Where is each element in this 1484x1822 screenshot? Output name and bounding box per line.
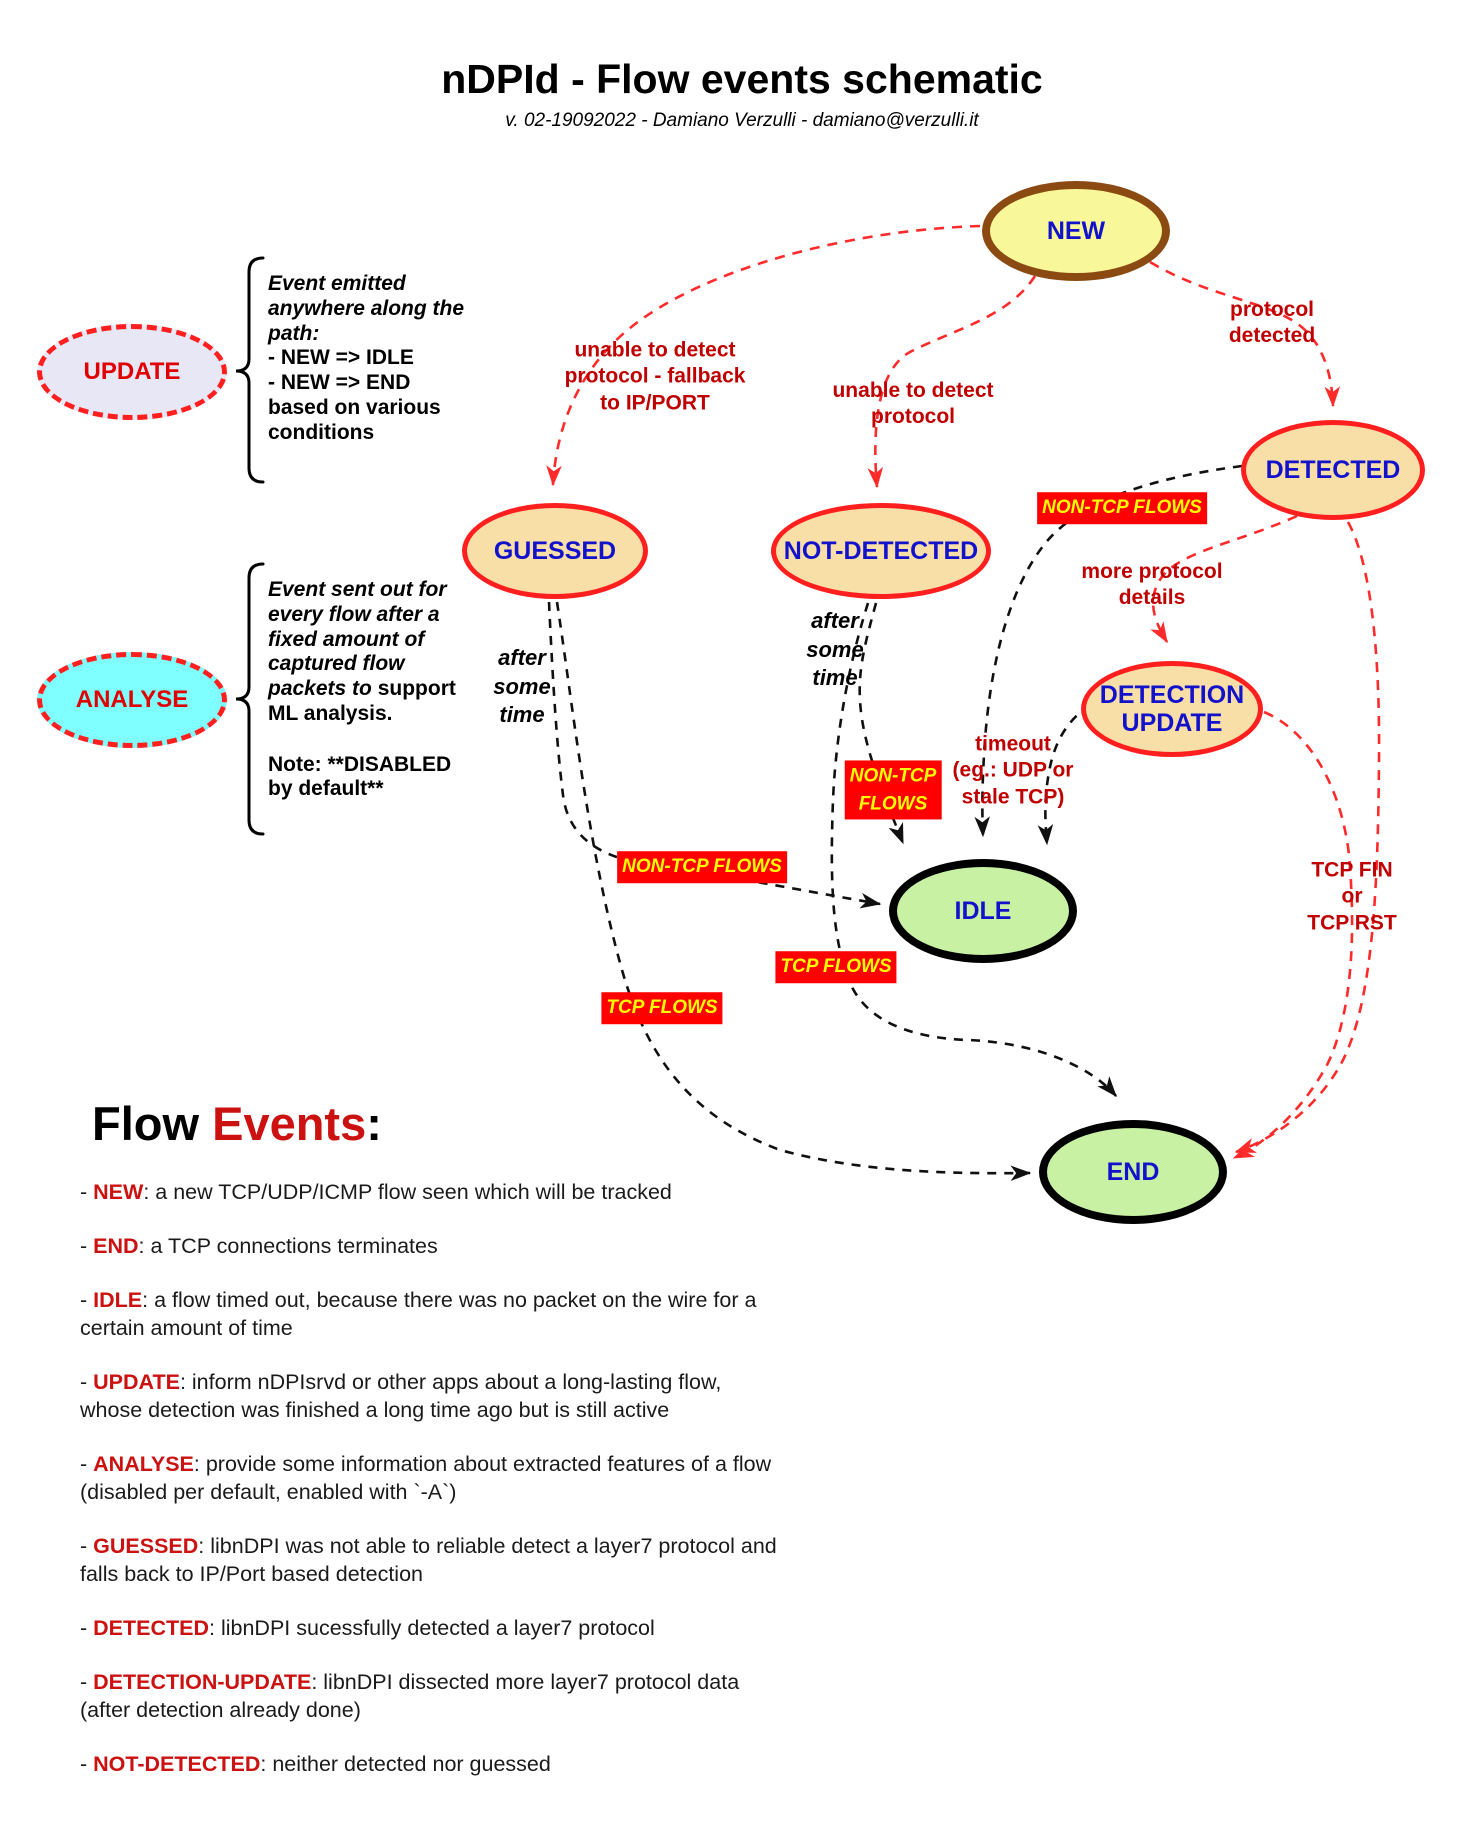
flow-event-term: DETECTION-UPDATE (93, 1670, 312, 1694)
badge-tcp-flows-guessed: TCP FLOWS (601, 992, 723, 1024)
label-unable-protocol: unable to detect protocol (832, 378, 994, 428)
flow-event-item: - ANALYSE: provide some information abou… (80, 1452, 772, 1504)
flow-event-term: NEW (93, 1180, 144, 1204)
edge-detectionupdate-end (1232, 710, 1354, 1160)
heading-events: Events (212, 1097, 367, 1150)
node-end: END (1039, 1120, 1227, 1224)
flow-event-desc: : a TCP connections terminates (138, 1234, 438, 1258)
edge-guessed-idle (547, 601, 882, 909)
analyse-note-intro: Event sent out for every flow after a fi… (268, 578, 447, 701)
update-brace (235, 256, 265, 484)
update-note-intro: Event emitted anywhere along the path: (268, 272, 465, 345)
node-analyse-label: ANALYSE (75, 685, 189, 713)
update-note: Event emitted anywhere along the path: -… (268, 272, 480, 445)
heading-flow: Flow (92, 1097, 213, 1150)
edge-notdetected-end (830, 602, 1117, 1097)
edge-detected-detectionupdate (1150, 514, 1298, 644)
edge-detectionupdate-idle (1037, 690, 1122, 846)
analyse-note-extra: Note: **DISABLED by default** (268, 752, 452, 801)
update-note-body: - NEW => IDLE - NEW => END based on vari… (268, 346, 441, 444)
flow-event-desc: : inform nDPIsrvd or other apps about a … (80, 1370, 722, 1422)
node-not-detected: NOT-DETECTED (771, 503, 991, 599)
analyse-note-body: support ML analysis. (268, 677, 456, 725)
flow-event-term: GUESSED (93, 1534, 199, 1558)
flow-event-item: - IDLE: a flow timed out, because there … (80, 1288, 757, 1340)
flow-event-term: END (93, 1234, 139, 1258)
flow-event-item: - UPDATE: inform nDPIsrvd or other apps … (80, 1370, 722, 1422)
flow-event-item: - DETECTED: libnDPI sucessfully detected… (80, 1616, 655, 1640)
flow-events-list: - NEW: a new TCP/UDP/ICMP flow seen whic… (80, 1178, 786, 1804)
node-end-label: END (1106, 1158, 1160, 1186)
node-analyse-legend: ANALYSE (37, 652, 227, 748)
badge-non-tcp-flows-notdetected: NON-TCP FLOWS (844, 760, 942, 820)
edge-new-detected (1149, 260, 1341, 408)
node-guessed: GUESSED (462, 503, 648, 599)
flow-event-term: UPDATE (93, 1370, 180, 1394)
node-idle: IDLE (889, 859, 1077, 963)
flow-event-item: - NOT-DETECTED: neither detected nor gue… (80, 1752, 551, 1776)
node-detected: DETECTED (1241, 420, 1425, 520)
label-unable-fallback: unable to detect protocol - fallback to … (564, 338, 746, 415)
flow-event-item: - GUESSED: libnDPI was not able to relia… (80, 1534, 777, 1586)
node-detected-label: DETECTED (1265, 456, 1401, 484)
flow-events-heading: Flow Events: (92, 1096, 382, 1151)
flow-event-desc: : libnDPI was not able to reliable detec… (80, 1534, 777, 1586)
flow-event-desc: : neither detected nor guessed (260, 1752, 551, 1776)
label-timeout: timeout (eg.: UDP or stale TCP) (952, 732, 1074, 809)
flow-event-desc: : libnDPI sucessfully detected a layer7 … (209, 1616, 655, 1640)
flow-event-item: - END: a TCP connections terminates (80, 1234, 438, 1258)
badge-non-tcp-flows-detected: NON-TCP FLOWS (1037, 492, 1207, 524)
node-new-label: NEW (1046, 217, 1106, 245)
badge-non-tcp-flows-guessed: NON-TCP FLOWS (617, 851, 787, 883)
flow-event-term: ANALYSE (93, 1452, 194, 1476)
flow-event-desc: : libnDPI dissected more layer7 protocol… (80, 1670, 740, 1722)
node-detection-update: DETECTION UPDATE (1081, 661, 1263, 757)
node-guessed-label: GUESSED (493, 537, 617, 565)
flow-event-desc: : a flow timed out, because there was no… (80, 1288, 757, 1340)
edge-guessed-end (555, 601, 1032, 1182)
page-title: nDPId - Flow events schematic (441, 56, 1043, 102)
label-after-some-time-notdetected: after some time (806, 608, 864, 691)
page-subtitle: v. 02-19092022 - Damiano Verzulli - dami… (505, 110, 979, 131)
flow-event-term: IDLE (93, 1288, 143, 1312)
node-update-legend: UPDATE (37, 324, 227, 420)
heading-colon: : (366, 1097, 382, 1150)
flow-event-item: - DETECTION-UPDATE: libnDPI dissected mo… (80, 1670, 740, 1722)
node-not-detected-label: NOT-DETECTED (783, 537, 979, 565)
analyse-note: Event sent out for every flow after a fi… (268, 578, 490, 827)
flow-event-term: DETECTED (93, 1616, 210, 1640)
node-idle-label: IDLE (954, 897, 1012, 925)
flow-event-item: - NEW: a new TCP/UDP/ICMP flow seen whic… (80, 1180, 672, 1204)
edge-detected-end (1234, 521, 1381, 1154)
flow-event-term: NOT-DETECTED (93, 1752, 261, 1776)
badge-tcp-flows-notdetected: TCP FLOWS (775, 951, 897, 983)
node-new: NEW (982, 181, 1170, 281)
flow-event-desc: : provide some information about extract… (80, 1452, 772, 1504)
edge-detected-idle (974, 464, 1243, 838)
edge-new-notdetected (867, 275, 1037, 489)
label-more-protocol-details: more protocol details (1081, 559, 1223, 609)
analyse-brace (235, 562, 265, 836)
node-detection-update-label: DETECTION UPDATE (1099, 681, 1245, 737)
label-after-some-time-guessed: after some time (493, 645, 551, 728)
flow-event-desc: : a new TCP/UDP/ICMP flow seen which wil… (143, 1180, 672, 1204)
label-tcp-fin-rst: TCP FIN or TCP RST (1307, 858, 1397, 935)
node-update-label: UPDATE (83, 357, 181, 385)
label-protocol-detected: protocol detected (1228, 297, 1316, 347)
